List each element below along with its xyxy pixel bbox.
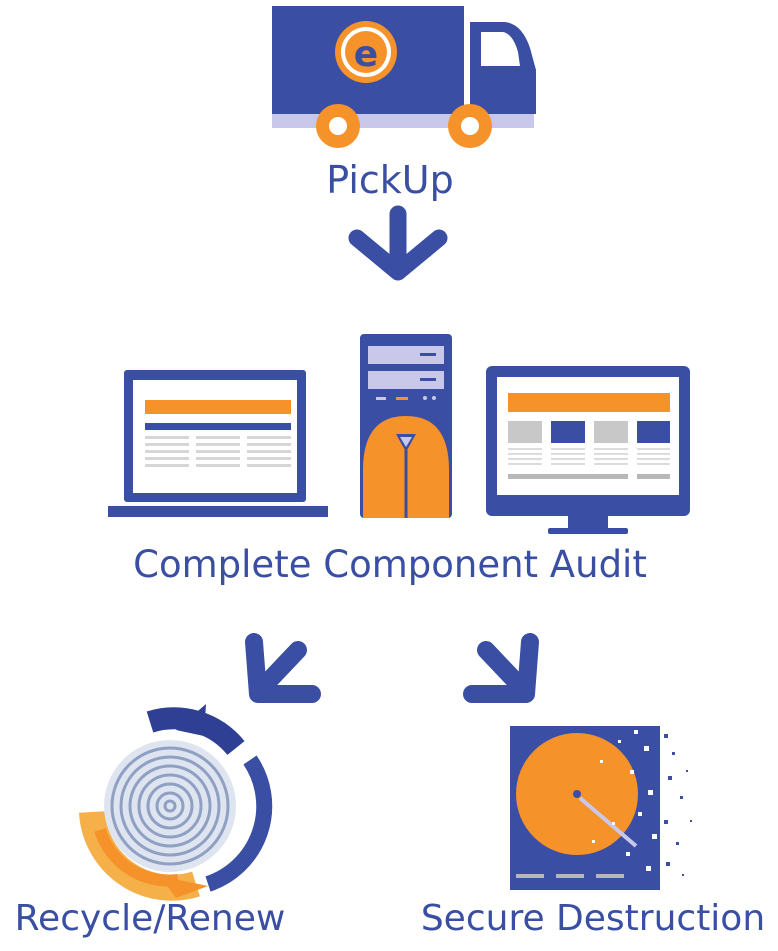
delivery-truck-icon: e bbox=[272, 6, 536, 148]
step-label-recycle: Recycle/Renew bbox=[14, 898, 286, 939]
step-label-destruction: Secure Destruction bbox=[420, 898, 766, 939]
logo-letter: e bbox=[354, 34, 378, 75]
recycle-fingerprint-icon bbox=[79, 704, 273, 901]
hard-drive-shred-icon bbox=[510, 726, 692, 890]
desktop-tower-icon bbox=[360, 334, 452, 518]
step-label-pickup: PickUp bbox=[326, 158, 454, 202]
arrow-down-right-icon bbox=[463, 633, 539, 703]
laptop-icon bbox=[108, 370, 328, 517]
monitor-icon bbox=[486, 366, 690, 534]
arrow-down-left-icon bbox=[245, 633, 321, 703]
step-label-audit: Complete Component Audit bbox=[133, 543, 647, 586]
